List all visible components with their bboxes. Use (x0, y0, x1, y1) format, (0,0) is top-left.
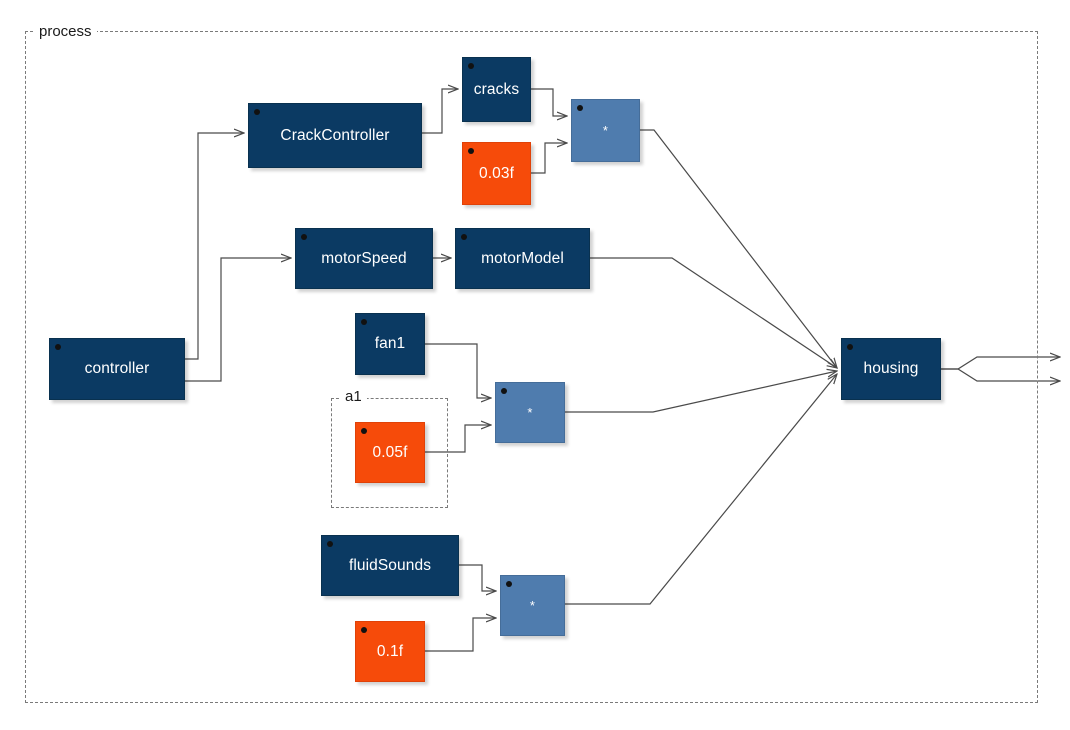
port-dot-icon (55, 344, 61, 350)
node-cracks[interactable]: cracks (462, 57, 531, 122)
port-dot-icon (327, 541, 333, 547)
port-dot-icon (361, 627, 367, 633)
container-process-label: process (34, 24, 97, 39)
port-dot-icon (468, 63, 474, 69)
node-motorspeed[interactable]: motorSpeed (295, 228, 433, 289)
node-motormodel[interactable]: motorModel (455, 228, 590, 289)
container-a1 (331, 398, 448, 508)
node-const-01f-label: 0.1f (376, 642, 404, 660)
node-controller[interactable]: controller (49, 338, 185, 400)
node-fluidsounds[interactable]: fluidSounds (321, 535, 459, 596)
port-dot-icon (501, 388, 507, 394)
port-dot-icon (461, 234, 467, 240)
node-cracks-label: cracks (473, 80, 520, 98)
multiply-operator-label: * (529, 598, 536, 613)
node-fan1-label: fan1 (374, 335, 406, 352)
multiply-operator-label: * (527, 405, 533, 420)
container-a1-label: a1 (340, 389, 367, 404)
node-const-01f[interactable]: 0.1f (355, 621, 425, 682)
node-crackcontroller-label: CrackController (280, 126, 390, 144)
port-dot-icon (847, 344, 853, 350)
node-const-005f-label: 0.05f (372, 443, 408, 461)
port-dot-icon (577, 105, 583, 111)
node-const-003f[interactable]: 0.03f (462, 142, 531, 205)
container-process (25, 31, 1038, 703)
node-multiply-cracks[interactable]: * (571, 99, 640, 162)
node-multiply-fan[interactable]: * (495, 382, 565, 443)
node-motormodel-label: motorModel (481, 249, 564, 267)
node-crackcontroller[interactable]: CrackController (248, 103, 422, 168)
port-dot-icon (361, 319, 367, 325)
port-dot-icon (506, 581, 512, 587)
multiply-operator-label: * (602, 123, 609, 138)
node-housing[interactable]: housing (841, 338, 941, 400)
node-fan1[interactable]: fan1 (355, 313, 425, 375)
port-dot-icon (468, 148, 474, 154)
port-dot-icon (254, 109, 260, 115)
node-multiply-fluid[interactable]: * (500, 575, 565, 636)
port-dot-icon (361, 428, 367, 434)
node-fluidsounds-label: fluidSounds (348, 556, 432, 574)
node-housing-label: housing (863, 360, 919, 377)
node-motorspeed-label: motorSpeed (321, 249, 407, 267)
node-const-003f-label: 0.03f (479, 164, 514, 182)
node-controller-label: controller (84, 360, 150, 377)
port-dot-icon (301, 234, 307, 240)
node-const-005f[interactable]: 0.05f (355, 422, 425, 483)
